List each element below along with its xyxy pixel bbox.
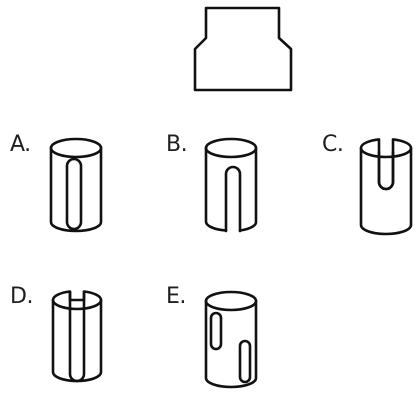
option-d-label: D. xyxy=(10,284,33,309)
option-b-figure xyxy=(204,137,258,233)
option-b-label: B. xyxy=(166,132,188,157)
option-d-figure xyxy=(51,290,103,383)
option-a-figure xyxy=(49,137,103,233)
option-e-figure xyxy=(204,290,258,389)
option-c-label: C. xyxy=(322,132,344,157)
option-e-label: E. xyxy=(166,284,186,309)
front-view-shape xyxy=(193,6,293,92)
option-c-figure xyxy=(359,138,413,236)
option-a-label: A. xyxy=(10,132,31,157)
